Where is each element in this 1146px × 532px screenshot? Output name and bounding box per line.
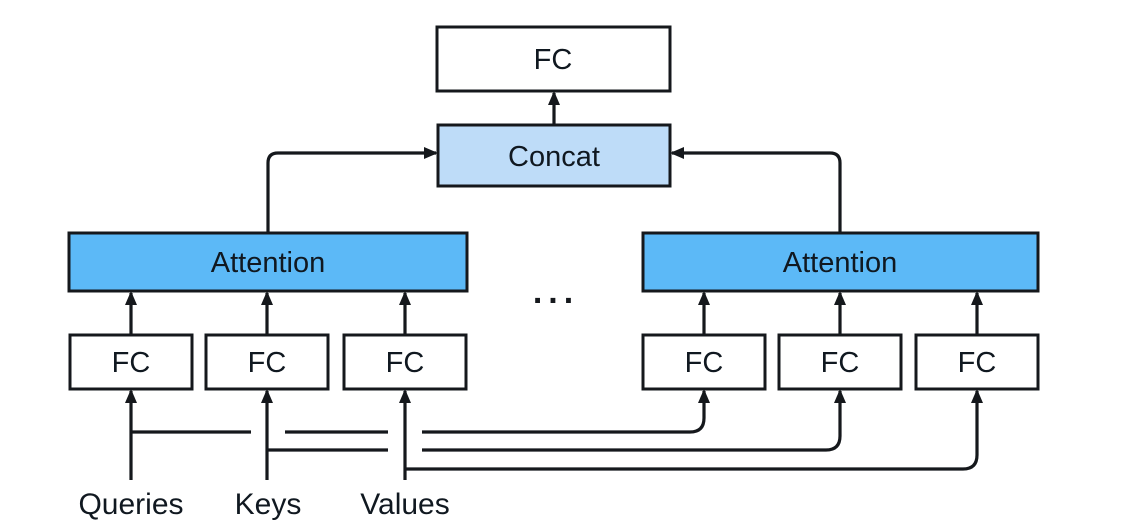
- concat-label: Concat: [508, 141, 600, 173]
- fc-input-label: FC: [112, 347, 151, 379]
- fc-input-node-3: FC: [342, 333, 468, 391]
- attention-right-box: [641, 231, 1040, 293]
- concat-node: Concat: [436, 123, 672, 188]
- arrow-attention-left-to-concat: [266, 147, 438, 233]
- fc-input-label: FC: [248, 347, 287, 379]
- more-heads-ellipsis: ...: [533, 273, 579, 311]
- fc-input-box: [777, 333, 903, 391]
- fc-top-node: FC: [435, 25, 672, 93]
- fc-input-node-6: FC: [914, 333, 1040, 391]
- fc-input-box: [914, 333, 1040, 391]
- fc-input-node-1: FC: [68, 333, 194, 391]
- arrow-values-to-fc6: [405, 389, 983, 471]
- fc-input-label: FC: [821, 347, 860, 379]
- arrow-keys-to-fc5: [422, 389, 846, 452]
- attention-right-label: Attention: [783, 247, 897, 279]
- fc-input-box: [641, 333, 767, 391]
- fc-top-box: [435, 25, 672, 93]
- arrow-attention-right-to-concat: [670, 147, 842, 233]
- fc-input-label: FC: [386, 347, 425, 379]
- attention-right-node: Attention: [641, 231, 1040, 293]
- keys-input-label: Keys: [235, 488, 302, 521]
- fc-input-node-4: FC: [641, 333, 767, 391]
- queries-input-label: Queries: [78, 488, 183, 521]
- fc-input-node-2: FC: [204, 333, 330, 391]
- attention-left-label: Attention: [211, 247, 325, 279]
- fc-input-node-5: FC: [777, 333, 903, 391]
- fc-top-label: FC: [534, 44, 573, 76]
- arrow-queries-to-fc4: [422, 389, 710, 434]
- fc-input-label: FC: [685, 347, 724, 379]
- fc-input-box: [204, 333, 330, 391]
- values-input-label: Values: [360, 488, 450, 521]
- fc-input-box: [342, 333, 468, 391]
- fc-input-label: FC: [958, 347, 997, 379]
- attention-left-node: Attention: [67, 231, 469, 293]
- attention-left-box: [67, 231, 469, 293]
- concat-box: [436, 123, 672, 188]
- fc-input-box: [68, 333, 194, 391]
